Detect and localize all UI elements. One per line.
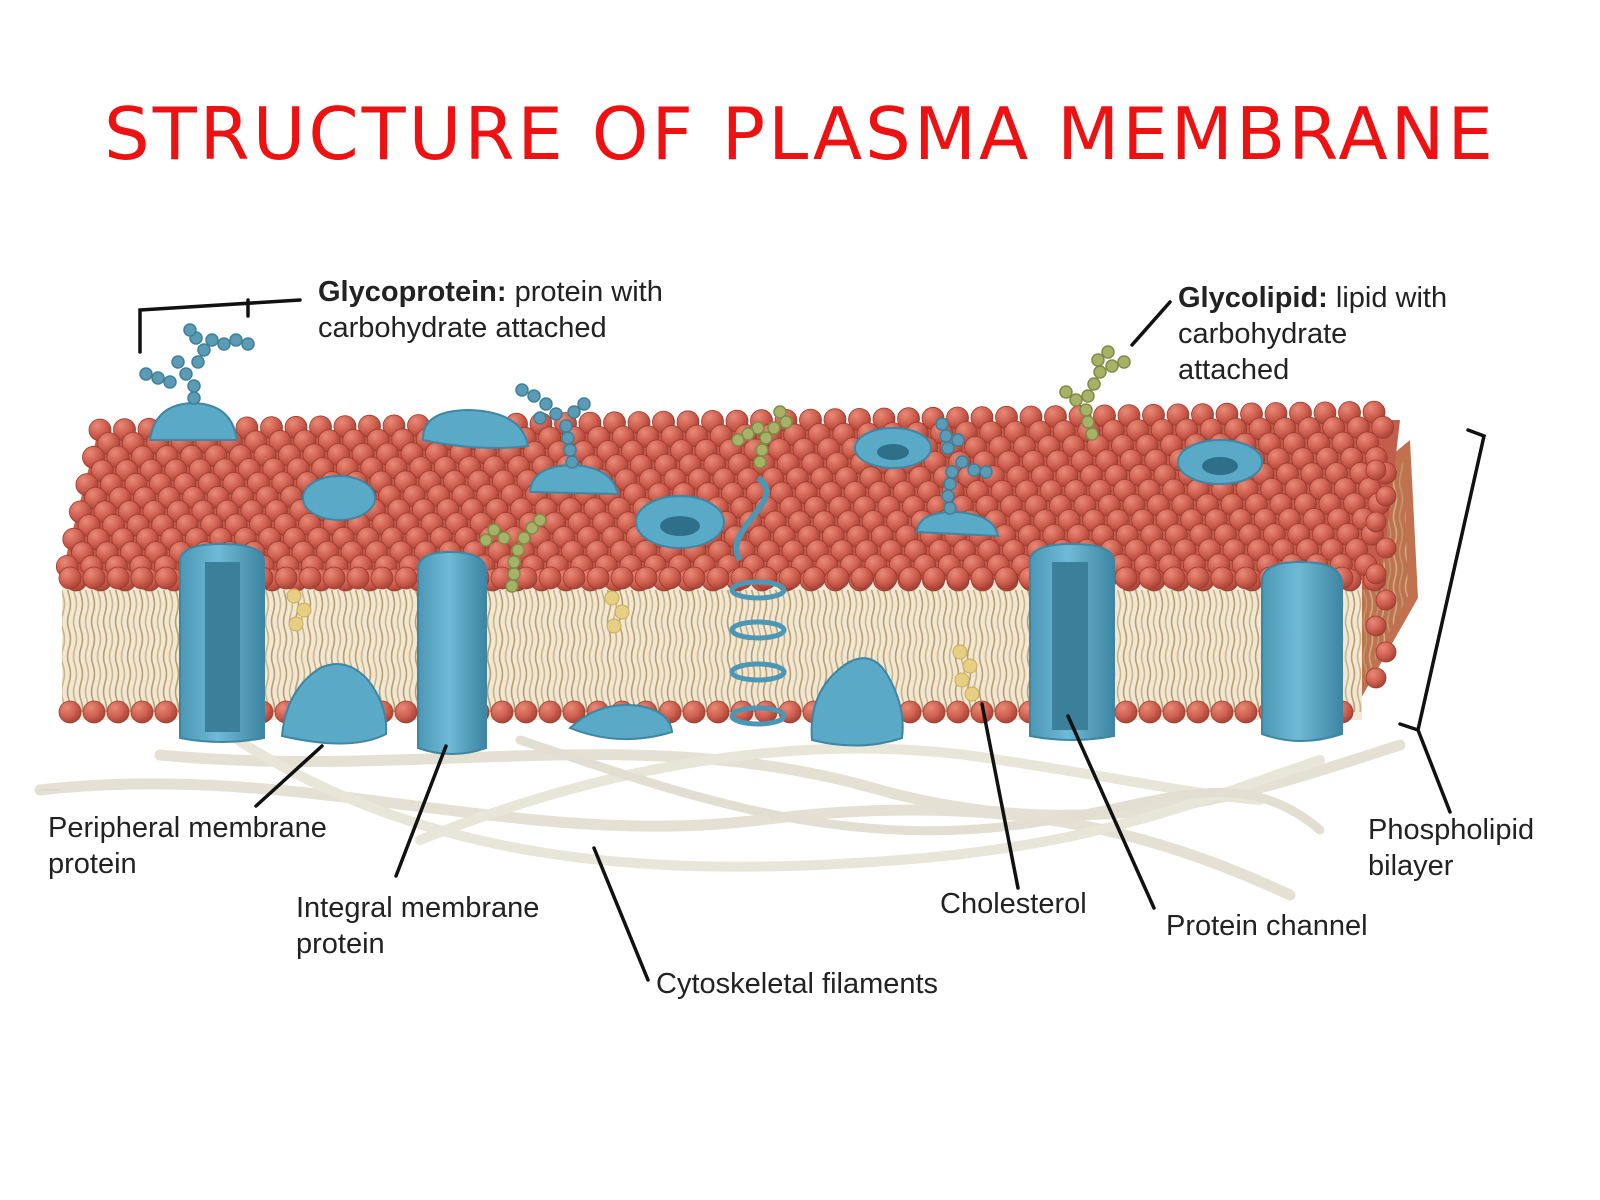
glycoprotein-carbohydrates [139,323,993,515]
protein-channel-label: Protein channel [1166,910,1368,942]
surface-proteins [148,401,1263,549]
glycoprotein-label: Glycoprotein: protein with carbohydrate … [318,276,663,344]
leader-lines [138,298,1487,982]
cholesterol-label: Cholesterol [940,888,1087,920]
glycolipid-carbohydrates [479,345,1131,593]
cytoskeletal-filaments-label: Cytoskeletal filaments [656,968,939,1000]
integral-proteins [179,475,1343,755]
cholesterol-molecules [286,588,980,702]
glycolipid-label: Glycolipid: lipid with carbohydrate atta… [1178,282,1448,386]
page-title: STRUCTURE OF PLASMA MEMBRANE [104,92,1496,176]
phospholipid-bilayer [55,400,1418,724]
cytoskeletal-filaments [34,730,1406,901]
